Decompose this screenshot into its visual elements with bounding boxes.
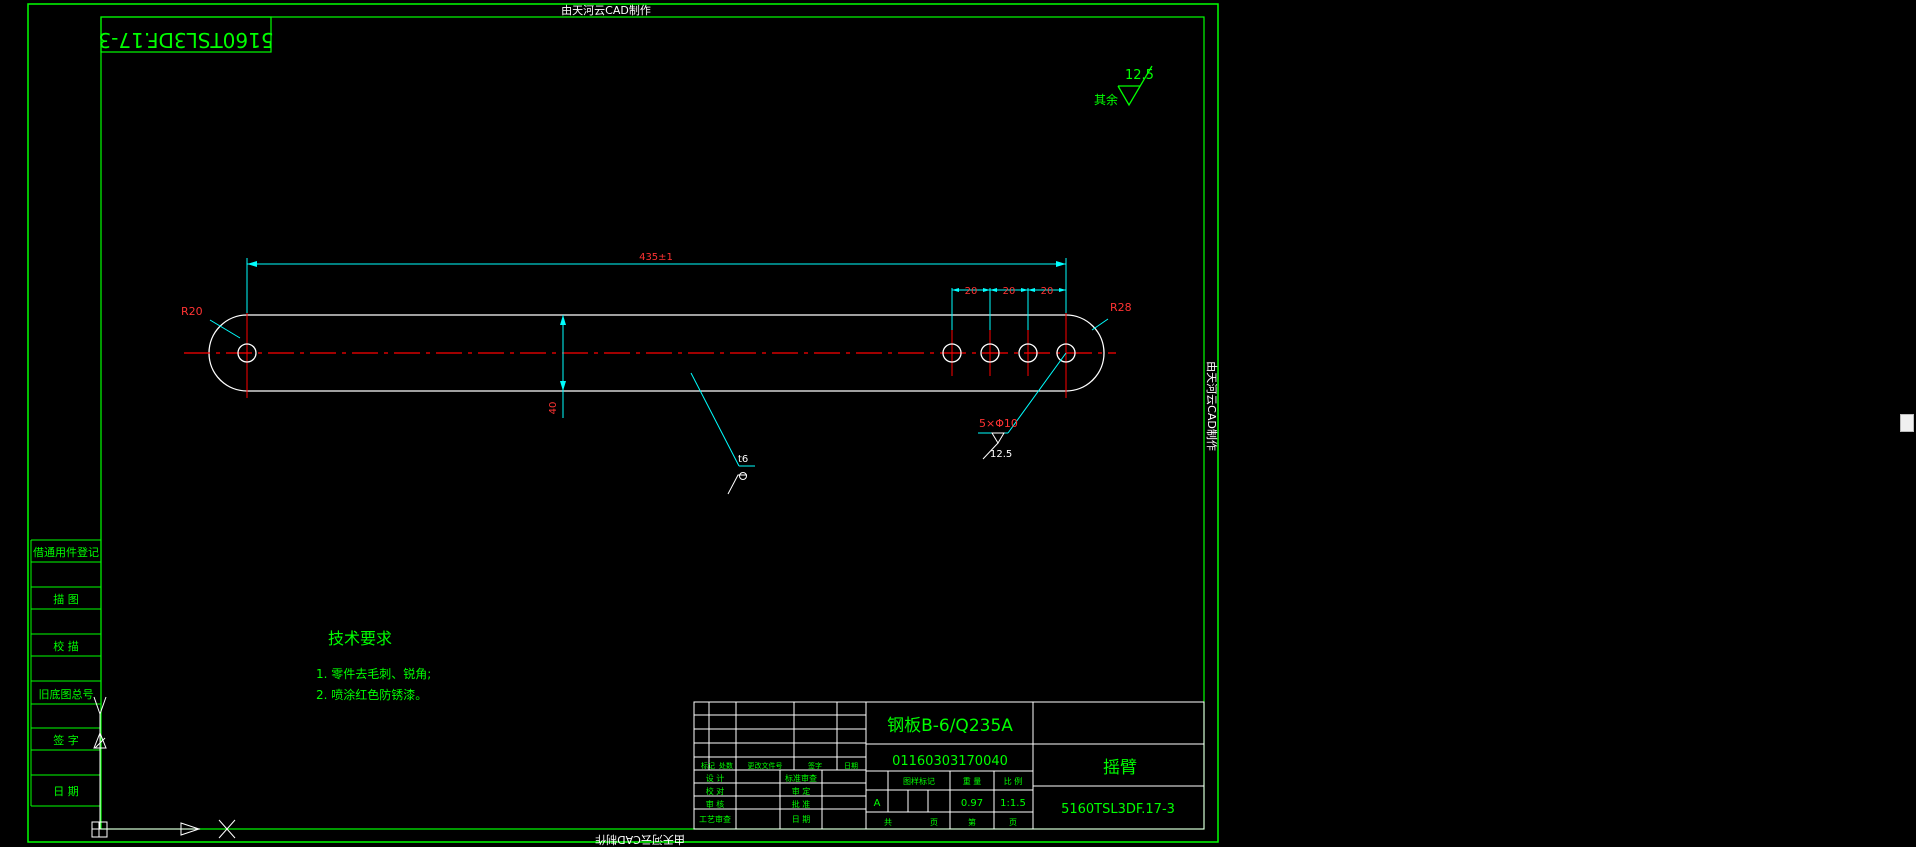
- watermark-right: 由天河云CAD制作: [1205, 361, 1219, 451]
- inner-frame: [100, 16, 1205, 830]
- roughness-value: 12.5: [1125, 68, 1154, 83]
- radius-left-label: R20: [181, 305, 203, 318]
- hole: [980, 343, 1000, 363]
- roughness-label: 其余: [1094, 92, 1118, 107]
- drawing-code-mirrored: 5160TSL3DF.17-3: [98, 28, 273, 52]
- tech-requirements: 技术要求 1. 零件去毛刺、锐角; 2. 喷涂红色防锈漆。: [316, 629, 431, 702]
- holes[interactable]: [237, 343, 1076, 363]
- pitch-label: 20: [965, 286, 978, 297]
- drawing-code-box: [100, 16, 272, 53]
- dimension-pitches[interactable]: 20 20 20: [951, 286, 1066, 330]
- radius-right-label: R28: [1110, 301, 1132, 314]
- rev-header: 签字: [808, 761, 822, 770]
- part-name-label: 摇臂: [1103, 758, 1137, 778]
- hole: [1018, 343, 1038, 363]
- pitch-label: 20: [1041, 286, 1054, 297]
- arrow-right-icon: [1056, 261, 1066, 267]
- roughness-triangle-icon: [991, 432, 1005, 444]
- tech-requirement-item: 1. 零件去毛刺、锐角;: [316, 667, 431, 681]
- left-strip-label: 日 期: [53, 785, 79, 798]
- role-label: 审 核: [706, 799, 725, 809]
- scrollbar-thumb[interactable]: [1900, 414, 1914, 432]
- left-strip-label: 描 图: [53, 592, 79, 606]
- stage-header: 比 例: [1004, 776, 1023, 786]
- scale-value: 1:1.5: [1000, 798, 1026, 809]
- thickness-label: t6: [738, 454, 748, 465]
- rev-header: 处数: [719, 761, 733, 770]
- role-label: 标准审查: [785, 773, 817, 783]
- sheet-label: 共: [884, 818, 892, 827]
- left-strip-label: 签 字: [53, 733, 79, 747]
- stage-header: 重 量: [963, 776, 982, 786]
- role-label: 设 计: [706, 773, 725, 783]
- outer-frame: [27, 3, 1219, 843]
- left-strip-label: 校 描: [53, 639, 79, 653]
- left-strip-label: 旧底图总号: [39, 687, 94, 701]
- width-label: 40: [548, 402, 559, 415]
- role-label: 日 期: [792, 815, 811, 824]
- roughness-check-icon: [1117, 65, 1153, 107]
- title-block: [693, 701, 1205, 830]
- holes-leader[interactable]: 5×Φ10 12.5: [978, 352, 1067, 460]
- left-strip-label: 借通用件登记: [33, 545, 99, 559]
- roughness-symbol: 12.5 其余: [1094, 65, 1154, 107]
- left-strip: [30, 539, 101, 807]
- tech-requirements-title: 技术要求: [328, 629, 392, 648]
- rev-header: 更改文件号: [748, 761, 783, 770]
- watermark-top: 由天河云CAD制作: [561, 3, 651, 17]
- dimension-radius-right[interactable]: R28: [1091, 301, 1132, 331]
- overall-length-label: 435±1: [639, 252, 673, 263]
- dimension-width[interactable]: 40: [548, 315, 566, 418]
- rev-header: 标记: [701, 761, 715, 770]
- stage-mark: A: [874, 798, 881, 809]
- hole: [237, 343, 257, 363]
- holes-label: 5×Φ10: [979, 417, 1018, 430]
- pitch-label: 20: [1003, 286, 1016, 297]
- roughness-check-icon: [727, 474, 747, 495]
- hole: [942, 343, 962, 363]
- role-label: 批 准: [792, 799, 811, 809]
- watermark-bottom: 由天河云CAD制作: [595, 833, 685, 847]
- dimension-overall-length[interactable]: 435±1: [246, 252, 1067, 313]
- role-label: 工艺审查: [699, 814, 731, 824]
- hole: [1056, 343, 1076, 363]
- drawing-number-label: 5160TSL3DF.17-3: [1061, 802, 1175, 817]
- thickness-leader[interactable]: t6: [690, 372, 755, 495]
- role-label: 校 对: [706, 786, 725, 796]
- arrow-left-icon: [247, 261, 257, 267]
- ucs-icon: [91, 696, 236, 839]
- weight-value: 0.97: [961, 798, 983, 809]
- role-label: 审 定: [792, 786, 811, 796]
- sheet-label: 页: [1009, 818, 1017, 827]
- vertical-scrollbar[interactable]: [1898, 0, 1916, 847]
- stage-header: 图样标记: [903, 776, 935, 786]
- rev-header: 日期: [844, 762, 858, 770]
- sheet-label: 第: [968, 817, 976, 827]
- material-label: 钢板B-6/Q235A: [887, 716, 1013, 736]
- part-code-label: 01160303170040: [892, 754, 1008, 769]
- sheet-label: 页: [930, 818, 938, 827]
- hole-roughness-label: 12.5: [990, 449, 1012, 460]
- tech-requirement-item: 2. 喷涂红色防锈漆。: [316, 687, 427, 702]
- dimension-radius-left[interactable]: R20: [181, 305, 241, 339]
